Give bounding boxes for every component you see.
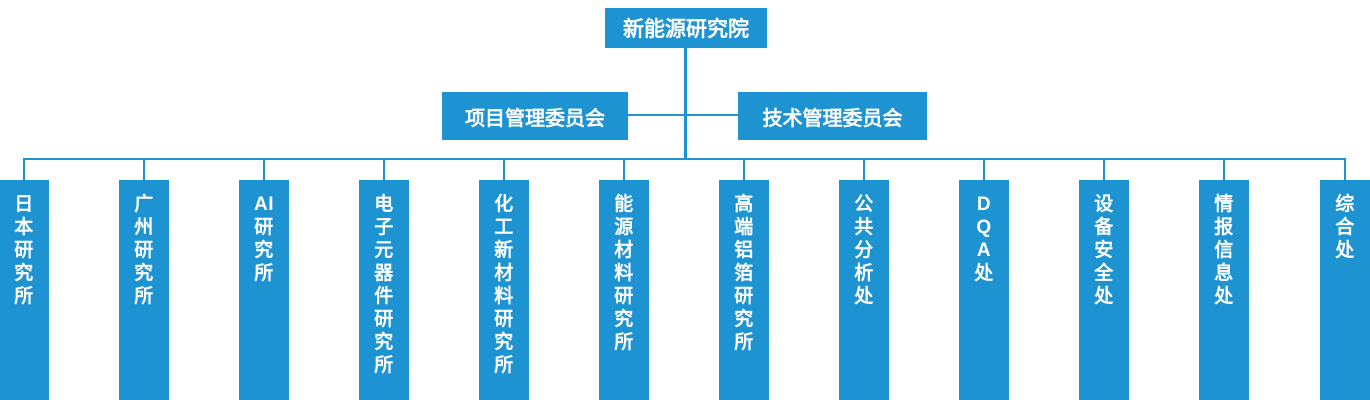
org-node-committee-technology: 技术管理委员会 — [738, 92, 927, 140]
org-unit-label: D Q A 处 — [974, 194, 994, 284]
org-unit-general-office: 综 合 处 — [1320, 180, 1370, 400]
org-node-committee-project-label: 项目管理委员会 — [465, 107, 605, 130]
org-unit-energy-materials-institute: 能 源 材 料 研 究 所 — [599, 180, 649, 400]
connector-unit-stub — [383, 158, 385, 181]
org-node-committee-technology-label: 技术管理委员会 — [762, 107, 903, 130]
connector-unit-stub — [503, 158, 505, 181]
connector-root-vertical — [684, 48, 687, 160]
org-node-root: 新能源研究院 — [605, 8, 767, 48]
connector-unit-stub — [23, 158, 25, 181]
connector-committee-horizontal — [628, 114, 738, 116]
org-unit-chemical-new-materials-institute: 化 工 新 材 料 研 究 所 — [479, 180, 529, 400]
connector-unit-stub — [1103, 158, 1105, 181]
connector-units-rail — [23, 158, 1346, 160]
connector-unit-stub — [863, 158, 865, 181]
org-unit-aluminum-foil-institute: 高 端 铝 箔 研 究 所 — [719, 180, 769, 400]
connector-unit-stub — [143, 158, 145, 181]
connector-unit-stub — [1223, 158, 1225, 181]
org-unit-public-analysis-office: 公 共 分 析 处 — [839, 180, 889, 400]
connector-unit-stub — [1344, 158, 1346, 181]
connector-unit-stub — [623, 158, 625, 181]
org-node-committee-project: 项目管理委员会 — [442, 92, 628, 140]
org-unit-label: 能 源 材 料 研 究 所 — [614, 194, 634, 353]
org-unit-label: 综 合 处 — [1335, 194, 1355, 261]
org-unit-equipment-safety-office: 设 备 安 全 处 — [1079, 180, 1129, 400]
org-unit-electronic-components-institute: 电 子 元 器 件 研 究 所 — [359, 180, 409, 400]
org-unit-label: 设 备 安 全 处 — [1094, 194, 1114, 307]
connector-unit-stub — [983, 158, 985, 181]
org-unit-information-intelligence-office: 情 报 信 息 处 — [1199, 180, 1249, 400]
org-node-root-label: 新能源研究院 — [623, 18, 749, 41]
org-unit-label: 化 工 新 材 料 研 究 所 — [494, 194, 514, 376]
org-unit-label: 广 州 研 究 所 — [134, 194, 154, 307]
org-unit-label: 公 共 分 析 处 — [854, 194, 874, 307]
connector-unit-stub — [743, 158, 745, 181]
connector-unit-stub — [263, 158, 265, 181]
org-unit-label: 日 本 研 究 所 — [14, 194, 34, 307]
org-unit-dqa-office: D Q A 处 — [959, 180, 1009, 400]
org-unit-label: AI 研 究 所 — [254, 194, 274, 284]
org-unit-label: 电 子 元 器 件 研 究 所 — [374, 194, 394, 376]
org-unit-japan-institute: 日 本 研 究 所 — [0, 180, 49, 400]
org-unit-ai-institute: AI 研 究 所 — [239, 180, 289, 400]
org-unit-label: 情 报 信 息 处 — [1214, 194, 1234, 307]
org-unit-label: 高 端 铝 箔 研 究 所 — [734, 194, 754, 353]
org-unit-guangzhou-institute: 广 州 研 究 所 — [119, 180, 169, 400]
